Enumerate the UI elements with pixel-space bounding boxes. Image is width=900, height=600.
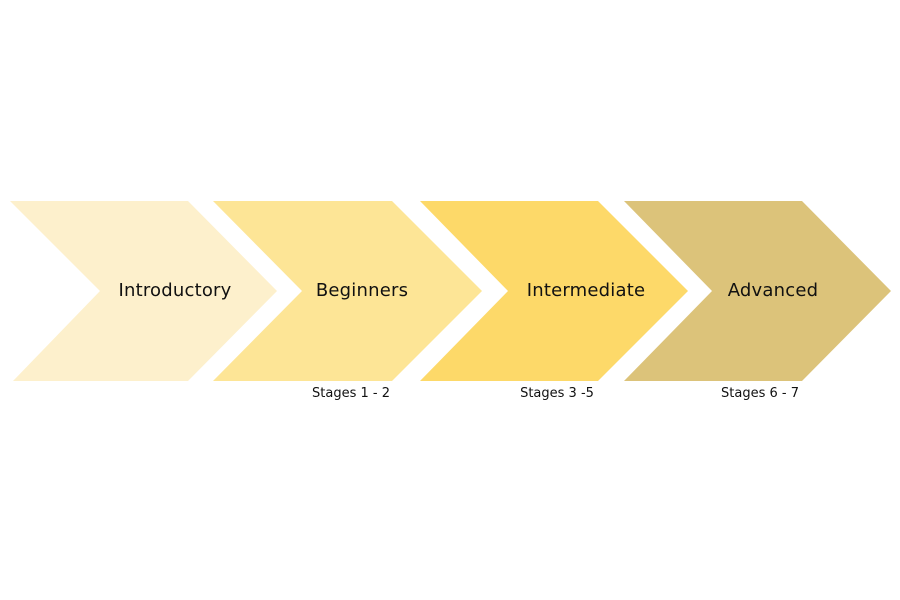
step-label-intermediate: Intermediate bbox=[526, 280, 646, 301]
chevron-beginners bbox=[213, 201, 482, 381]
step-label-introductory: Introductory bbox=[118, 280, 232, 301]
stage-range-intermediate: Stages 3 -5 bbox=[520, 386, 594, 401]
chevron-intermediate bbox=[420, 201, 688, 381]
step-label-advanced: Advanced bbox=[727, 280, 819, 301]
step-label-beginners: Beginners bbox=[315, 280, 409, 301]
stage-range-advanced: Stages 6 - 7 bbox=[721, 386, 799, 401]
chevron-advanced bbox=[624, 201, 891, 381]
stage-range-beginners: Stages 1 - 2 bbox=[312, 386, 390, 401]
chevron-introductory bbox=[10, 201, 277, 381]
